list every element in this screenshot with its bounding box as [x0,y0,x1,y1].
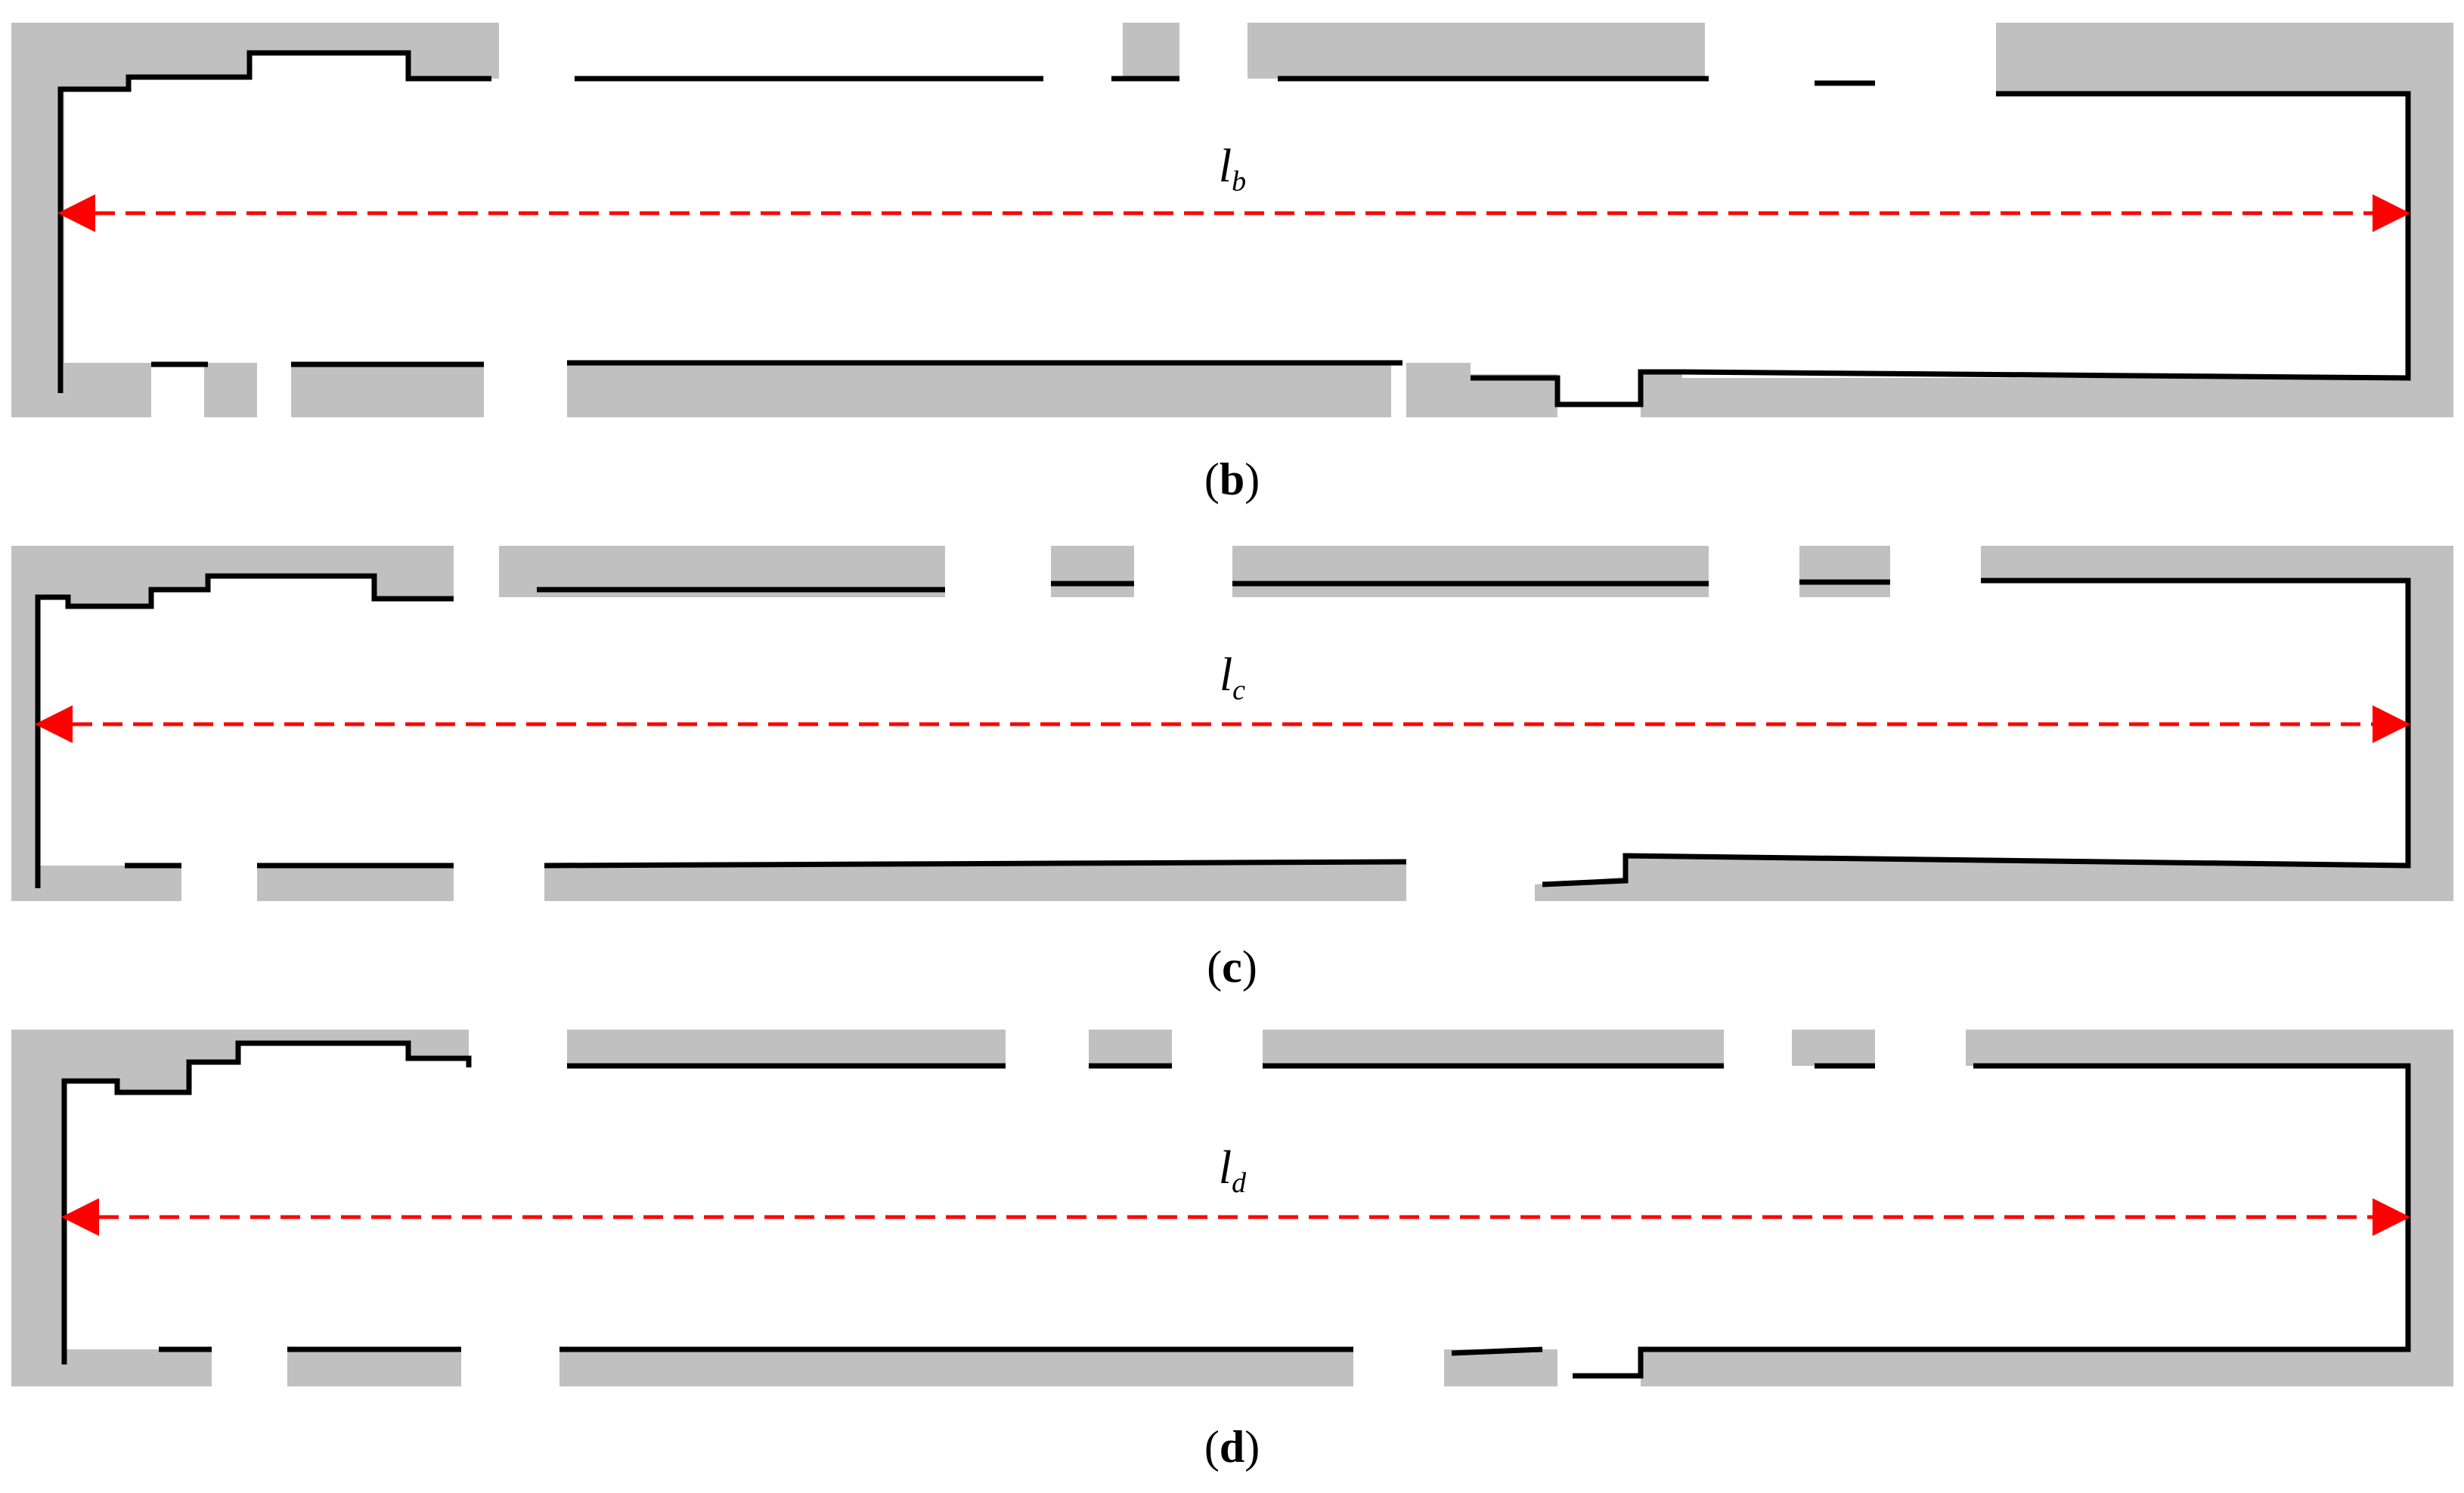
map-panel-b [11,23,2453,417]
caption-letter: d [1219,1422,1245,1472]
map-wall [1542,578,2411,887]
map-gap [1883,23,1981,94]
map-wall [57,50,491,393]
caption-letter: b [1219,454,1245,504]
length-symbol: l [1218,141,1232,192]
caption-d: (d) [1204,1422,1260,1472]
length-subscript: d [1232,1167,1247,1199]
map-wall [35,573,454,888]
map-gap [499,23,567,83]
map-wall [1573,1063,2411,1379]
map-panel-d [11,1030,2453,1386]
length-label-b: lb [1157,140,1308,198]
map-free-area [64,1030,2408,1386]
map-wall [1451,1346,1543,1356]
caption-c: (c) [1207,942,1257,992]
length-label-c: lc [1157,649,1308,707]
map-gap [1179,23,1247,83]
map-wall [61,1040,472,1364]
map-wall [544,859,1407,869]
length-subscript: b [1232,166,1247,197]
length-symbol: l [1219,649,1233,701]
map-wall [1471,91,2411,407]
caption-letter: c [1222,942,1242,992]
map-gap [1731,23,1777,83]
map-panel-c [11,546,2453,901]
map-gap [1043,23,1104,83]
caption-b: (b) [1204,454,1260,504]
length-symbol: l [1218,1142,1232,1194]
length-label-d: ld [1157,1141,1308,1200]
length-subscript: c [1232,674,1246,706]
